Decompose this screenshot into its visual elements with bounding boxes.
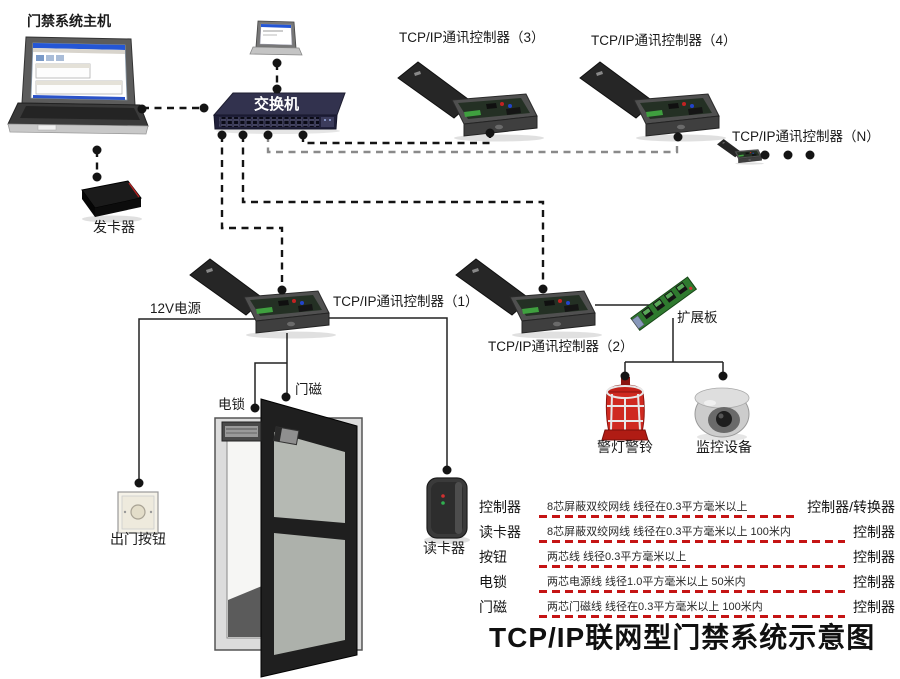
controller2-label: TCP/IP通讯控制器（2）: [488, 339, 634, 354]
expansion-board: [630, 276, 698, 332]
power-label: 12V电源: [150, 301, 202, 316]
row-from: 控制器: [479, 499, 521, 515]
solid-wires: [138, 304, 724, 483]
exit-button: [117, 491, 159, 534]
row-spec: 两芯电源线 线径1.0平方毫米以上 50米内: [537, 573, 845, 594]
network-switch: [212, 92, 346, 134]
switch-label: 交换机: [253, 96, 299, 113]
row-to: 控制器/转换器: [807, 499, 895, 515]
expansion-label: 扩展板: [677, 310, 718, 325]
row-from: 读卡器: [479, 524, 521, 540]
controller-3: [397, 61, 545, 142]
ellipsis-dots: [760, 150, 815, 160]
monitor-label: 监控设备: [696, 439, 752, 455]
reader-label: 读卡器: [423, 540, 465, 556]
row-spec: 8芯屏蔽双绞网线 线径在0.3平方毫米以上: [537, 498, 800, 519]
row-spec: 8芯屏蔽双绞网线 线径在0.3平方毫米以上 100米内: [537, 523, 845, 544]
table-row: 电锁 两芯电源线 线径1.0平方毫米以上 50米内 控制器: [479, 569, 895, 594]
client-laptop: [249, 20, 303, 56]
controller4-label: TCP/IP通讯控制器（4）: [591, 33, 737, 48]
table-row: 读卡器 8芯屏蔽双绞网线 线径在0.3平方毫米以上 100米内 控制器: [479, 519, 895, 544]
host-label: 门禁系统主机: [27, 13, 111, 29]
row-to: 控制器: [853, 574, 895, 590]
controllerN-label: TCP/IP通讯控制器（N）: [732, 129, 880, 144]
card-issuer: [81, 180, 142, 223]
row-to: 控制器: [853, 524, 895, 540]
controller-4: [579, 61, 727, 142]
row-from: 按钮: [479, 549, 507, 565]
exit-button-label: 出门按钮: [110, 531, 166, 547]
row-from: 门磁: [479, 599, 507, 615]
door-sensor-label: 门磁: [295, 382, 322, 397]
row-to: 控制器: [853, 599, 895, 615]
table-row: 门磁 两芯门磁线 线径在0.3平方毫米以上 100米内 控制器: [479, 594, 895, 619]
junction-dots: [92, 58, 728, 488]
door-assembly: [214, 398, 363, 678]
wiring-spec-table: 控制器 8芯屏蔽双绞网线 线径在0.3平方毫米以上 控制器/转换器 读卡器 8芯…: [479, 494, 895, 619]
controller-1: [189, 258, 337, 339]
row-from: 电锁: [479, 574, 507, 590]
host-laptop: [7, 36, 149, 135]
row-to: 控制器: [853, 549, 895, 565]
dome-camera: [694, 387, 750, 441]
row-spec: 两芯门磁线 线径在0.3平方毫米以上 100米内: [537, 598, 845, 619]
table-row: 按钮 两芯线 线径0.3平方毫米以上 控制器: [479, 544, 895, 569]
card-issuer-label: 发卡器: [93, 219, 135, 235]
table-row: 控制器 8芯屏蔽双绞网线 线径在0.3平方毫米以上 控制器/转换器: [479, 494, 895, 519]
diagram-title: TCP/IP联网型门禁系统示意图: [489, 622, 876, 653]
controller1-label: TCP/IP通讯控制器（1）: [333, 294, 479, 309]
lock-label: 电锁: [218, 397, 245, 412]
card-reader: [424, 477, 470, 544]
row-spec: 两芯线 线径0.3平方毫米以上: [537, 548, 845, 569]
controller3-label: TCP/IP通讯控制器（3）: [399, 30, 545, 45]
alarm-label: 警灯警铃: [597, 439, 653, 455]
alarm-beacon: [601, 377, 649, 441]
